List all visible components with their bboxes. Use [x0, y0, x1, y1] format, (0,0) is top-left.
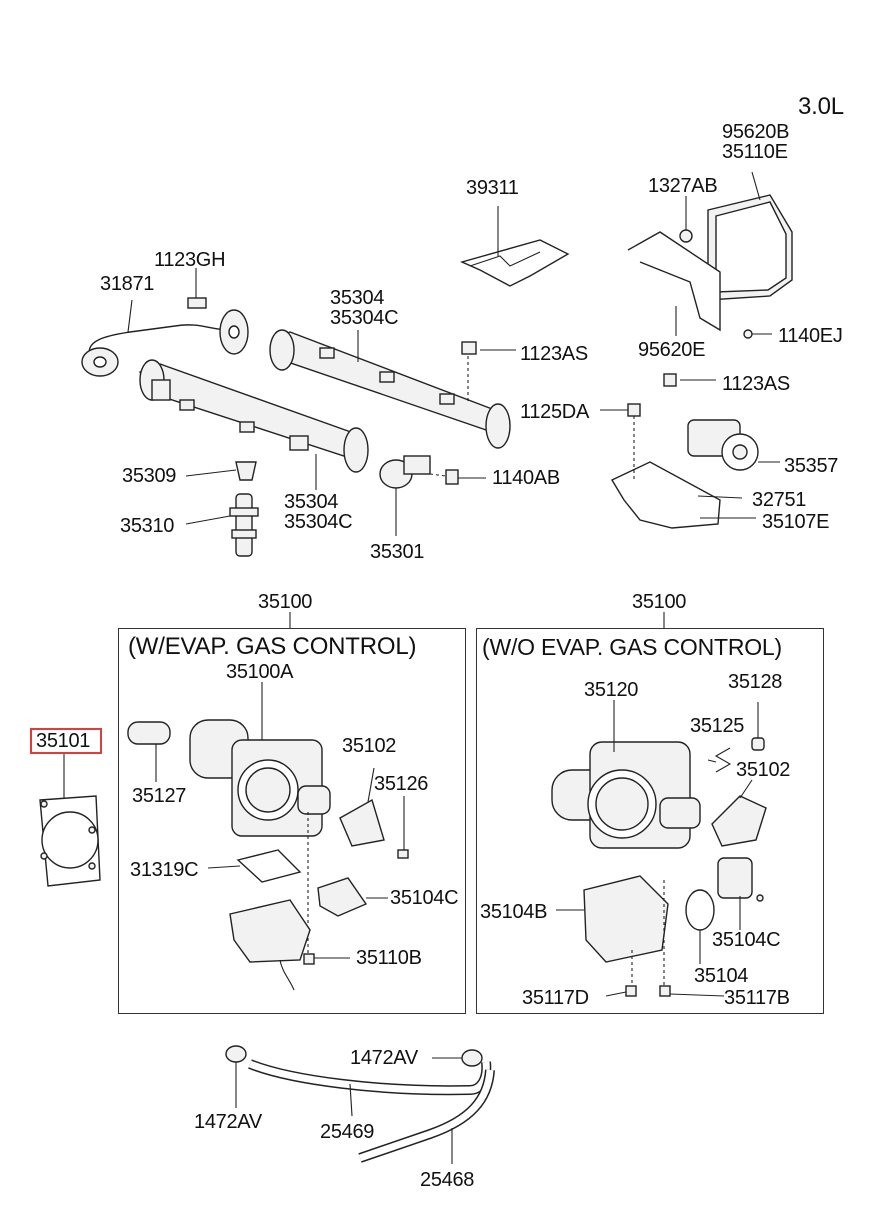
- sensor-bracket-drawing: [600, 373, 780, 529]
- part-label-31871: 31871: [100, 273, 155, 295]
- part-label-35107E: 35107E: [762, 511, 830, 533]
- part-label-35310: 35310: [120, 515, 175, 537]
- injector-drawing: [185, 461, 259, 557]
- box-with-evap: [118, 628, 466, 1014]
- part-label-35125: 35125: [690, 715, 745, 737]
- part-label-95620B: 95620B: [722, 121, 790, 143]
- part-label-35102-right: 35102: [736, 759, 791, 781]
- part-label-35128: 35128: [728, 671, 783, 693]
- part-label-1140EJ: 1140EJ: [778, 325, 843, 347]
- part-label-1327AB: 1327AB: [648, 175, 718, 197]
- part-label-35117D: 35117D: [522, 987, 589, 1009]
- part-label-31319C: 31319C: [130, 859, 199, 881]
- part-label-25468: 25468: [420, 1169, 475, 1191]
- part-label-1123GH: 1123GH: [154, 249, 226, 271]
- throttle-body-evap-drawing: [127, 612, 409, 991]
- part-label-35100-right: 35100: [632, 591, 687, 613]
- throttle-body-no-evap-drawing: [551, 612, 767, 997]
- box-without-evap: [476, 628, 824, 1014]
- box-title-without-evap: (W/O EVAP. GAS CONTROL): [482, 634, 782, 660]
- highlight-box-35101: [30, 728, 102, 754]
- gasket-35101-drawing: [39, 752, 101, 887]
- part-label-35127: 35127: [132, 785, 187, 807]
- box-title-with-evap: (W/EVAP. GAS CONTROL): [128, 633, 417, 660]
- fuel-rail-lower-drawing: [139, 359, 369, 490]
- part-label-35304-top: 35304: [330, 287, 385, 309]
- ecu-module-drawing: [627, 171, 793, 339]
- fuel-rail-upper-drawing: [269, 329, 516, 449]
- part-label-35104: 35104: [694, 965, 749, 987]
- part-label-35117B: 35117B: [724, 987, 790, 1009]
- part-label-1472AV-b: 1472AV: [194, 1111, 262, 1133]
- part-label-35357: 35357: [784, 455, 839, 477]
- part-label-35301: 35301: [370, 541, 425, 563]
- part-label-32751: 32751: [752, 489, 807, 511]
- part-label-35304C-bot: 35304C: [284, 511, 353, 533]
- fuel-pipe-31871-drawing: [81, 268, 249, 377]
- part-label-35100-left: 35100: [258, 591, 313, 613]
- part-label-35102-left: 35102: [342, 735, 397, 757]
- part-label-35100A: 35100A: [226, 661, 294, 683]
- part-label-35304-bot: 35304: [284, 491, 339, 513]
- part-label-1472AV-a: 1472AV: [350, 1047, 418, 1069]
- part-label-1123AS-b: 1123AS: [722, 373, 790, 395]
- part-label-1123AS-a: 1123AS: [520, 343, 588, 365]
- part-label-95620E: 95620E: [638, 339, 706, 361]
- part-label-35104B: 35104B: [480, 901, 548, 923]
- pressure-regulator-drawing: [379, 455, 486, 536]
- engine-label: 3.0L: [798, 93, 844, 120]
- part-label-1140AB: 1140AB: [492, 467, 560, 489]
- part-label-25469: 25469: [320, 1121, 375, 1143]
- part-label-35110B: 35110B: [356, 947, 422, 969]
- hoses-drawing: [225, 1045, 495, 1164]
- bracket-39311-drawing: [459, 206, 570, 287]
- part-label-35101[interactable]: 35101: [36, 730, 91, 752]
- part-label-39311: 39311: [466, 177, 519, 199]
- part-label-35309: 35309: [122, 465, 177, 487]
- part-label-1125DA: 1125DA: [520, 401, 589, 423]
- part-label-35304C-top: 35304C: [330, 307, 399, 329]
- part-label-35120: 35120: [584, 679, 639, 701]
- part-label-35104C-left: 35104C: [390, 887, 459, 909]
- part-label-35104C-right: 35104C: [712, 929, 781, 951]
- part-label-35126: 35126: [374, 773, 429, 795]
- part-label-35110E: 35110E: [722, 141, 788, 163]
